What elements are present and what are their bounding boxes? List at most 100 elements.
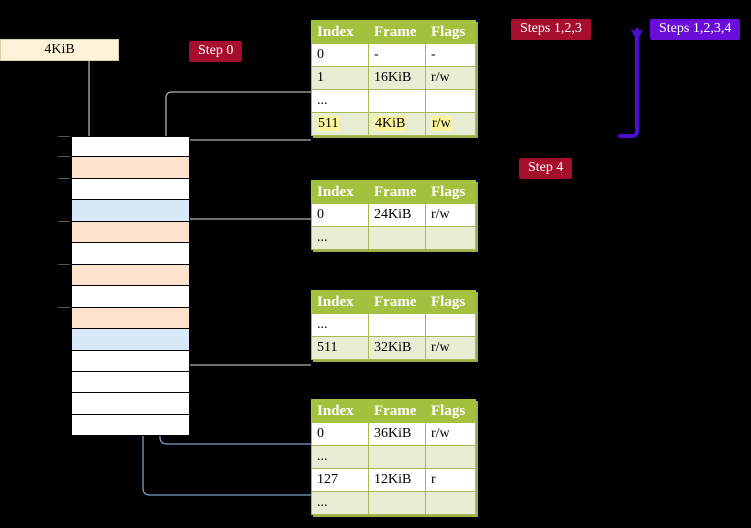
table-row: ... xyxy=(311,313,476,337)
memory-frame-row xyxy=(58,220,190,244)
column-header: Index xyxy=(311,20,369,44)
table-row: 511 4KiB r/w xyxy=(311,112,476,136)
frame-size-box: 4KiB xyxy=(0,39,119,61)
column-header: Frame xyxy=(368,290,426,314)
highlighted-value: 511 xyxy=(317,116,340,131)
table-cell: - xyxy=(368,43,426,67)
memory-tick-mark xyxy=(58,263,70,265)
table-row: ... xyxy=(311,491,476,515)
table-cell: 4KiB xyxy=(368,112,426,136)
memory-tick-mark xyxy=(58,306,70,308)
table-cell: r/w xyxy=(425,112,476,136)
table-row: ... xyxy=(311,89,476,113)
physical-memory-grid xyxy=(58,136,190,437)
table-cell: r/w xyxy=(425,203,476,227)
column-header: Index xyxy=(311,399,369,423)
wire-t0r511-to-memory xyxy=(181,139,311,155)
table-cell: r/w xyxy=(425,336,476,360)
table-cell: 0 xyxy=(311,43,369,67)
table-cell xyxy=(368,89,426,113)
column-header: Index xyxy=(311,290,369,314)
steps-bracket-arrow xyxy=(618,28,644,138)
table-cell: 127 xyxy=(311,468,369,492)
table-cell: 511 xyxy=(311,336,369,360)
column-header: Frame xyxy=(368,399,426,423)
column-header: Frame xyxy=(368,180,426,204)
badge-step-4: Step 4 xyxy=(519,158,573,180)
table-cell: 32KiB xyxy=(368,336,426,360)
memory-frame-row xyxy=(71,414,190,437)
badge-step-0: Step 0 xyxy=(189,41,243,63)
memory-tick-mark xyxy=(58,156,70,158)
memory-frame-row xyxy=(71,350,190,372)
memory-frame-row xyxy=(58,263,190,287)
memory-frame-row xyxy=(58,136,190,158)
table-cell: 0 xyxy=(311,203,369,227)
table-cell: ... xyxy=(311,445,369,469)
table-cell xyxy=(368,226,426,250)
memory-frame-row xyxy=(71,286,190,308)
table-cell xyxy=(425,89,476,113)
column-header: Index xyxy=(311,180,369,204)
wire-t1r0-to-memory xyxy=(177,218,311,267)
memory-frame-row xyxy=(71,200,190,222)
table-cell xyxy=(425,226,476,250)
highlighted-value: r/w xyxy=(431,116,452,131)
table-cell: 24KiB xyxy=(368,203,426,227)
memory-tick-mark xyxy=(58,220,70,222)
frame-size-label: 4KiB xyxy=(44,42,75,57)
table-cell: r/w xyxy=(425,422,476,446)
memory-frame-row xyxy=(58,306,190,330)
table-cell: 511 xyxy=(311,112,369,136)
table-cell: - xyxy=(425,43,476,67)
memory-tick-mark xyxy=(58,177,70,179)
table-cell: 12KiB xyxy=(368,468,426,492)
memory-frame-row xyxy=(71,329,190,351)
wire-t2r511-to-memory xyxy=(181,311,311,366)
column-header: Flags xyxy=(425,290,476,314)
highlighted-value: 4KiB xyxy=(374,116,407,131)
table-cell: 16KiB xyxy=(368,66,426,90)
column-header: Frame xyxy=(368,20,426,44)
memory-tick-mark xyxy=(58,136,70,137)
table-cell xyxy=(368,491,426,515)
badge-steps-1234: Steps 1,2,3,4 xyxy=(650,19,741,41)
table-row: 0-- xyxy=(311,43,476,67)
memory-frame-row xyxy=(71,371,190,394)
table-cell xyxy=(368,313,426,337)
column-header: Flags xyxy=(425,399,476,423)
memory-frame-row xyxy=(58,156,190,179)
table-cell: ... xyxy=(311,226,369,250)
badge-steps-123: Steps 1,2,3 xyxy=(511,19,591,41)
column-header: Flags xyxy=(425,20,476,44)
table-cell: 0 xyxy=(311,422,369,446)
table-cell xyxy=(425,491,476,515)
column-header: Flags xyxy=(425,180,476,204)
table-cell: 1 xyxy=(311,66,369,90)
table-cell xyxy=(368,445,426,469)
table-cell xyxy=(425,313,476,337)
memory-frame-row xyxy=(58,177,190,201)
memory-frame-row xyxy=(71,243,190,265)
table-cell xyxy=(425,445,476,469)
wire-t3r127-to-memory xyxy=(142,210,311,496)
table-cell: ... xyxy=(311,491,369,515)
table-cell: ... xyxy=(311,313,369,337)
table-cell: r xyxy=(425,468,476,492)
table-cell: ... xyxy=(311,89,369,113)
wire-t0r1-to-memory xyxy=(165,91,311,209)
table-cell: 36KiB xyxy=(368,422,426,446)
